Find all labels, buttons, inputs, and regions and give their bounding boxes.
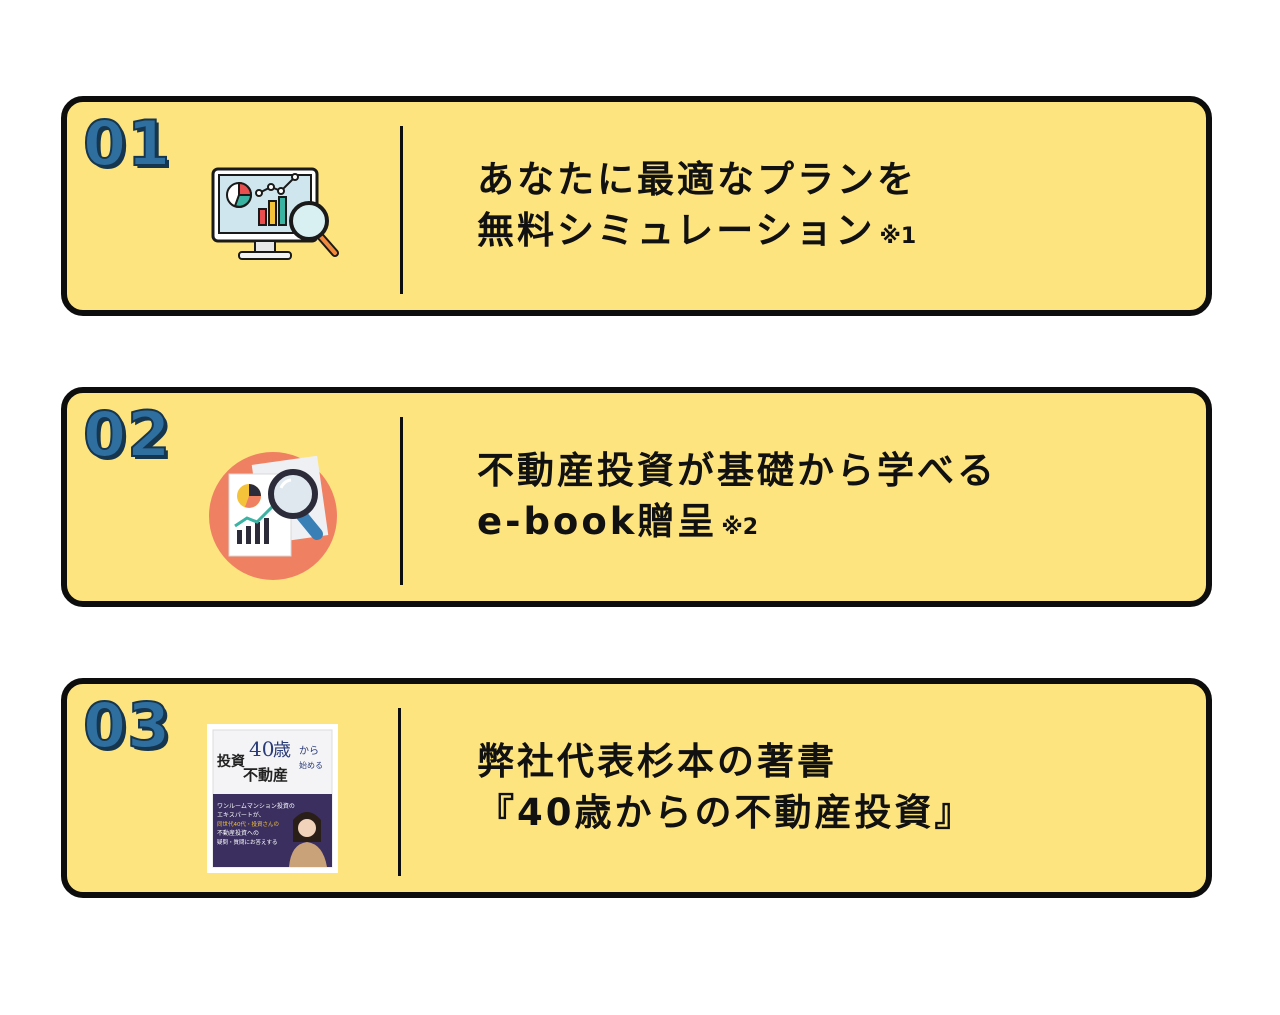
vertical-divider (400, 417, 403, 585)
feature-line-1: あなたに最適なプランを (477, 158, 917, 201)
footnote-mark: ※1 (879, 224, 917, 249)
feature-line-2-text: 無料シミュレーション (477, 209, 876, 252)
book-banner-4: 不動産投資への (217, 829, 259, 837)
book-banner-3: 同世代40代・投資さんの (217, 820, 279, 828)
vertical-divider (400, 126, 403, 294)
vertical-divider (398, 708, 401, 876)
book-banner-1: ワンルームマンション投資の (217, 802, 295, 810)
feature-line-2-text: 『40歳からの不動産投資』 (477, 791, 975, 834)
feature-line-2: 『40歳からの不動産投資』 (477, 787, 1186, 844)
feature-line-2-text: e-book贈呈 (477, 500, 718, 543)
report-magnifier-icon (209, 452, 337, 580)
feature-card-3: 03 40 歳 から 不動産 投資 始める ワンルームマンション投資の エキスパ… (61, 678, 1212, 898)
feature-line-1: 弊社代表杉本の著書 (477, 740, 837, 783)
monitor-analytics-icon (211, 167, 339, 260)
feature-text: 不動産投資が基礎から学べる e-book贈呈※2 (477, 445, 1186, 553)
book-title-main-1: 不動産 (243, 766, 288, 784)
book-title-number: 40 (249, 737, 274, 761)
book-title-kara: から (299, 745, 319, 757)
item-number: 02 (82, 398, 172, 472)
item-number: 03 (82, 689, 172, 763)
book-banner-2: エキスパートが、 (217, 811, 265, 819)
feature-text: 弊社代表杉本の著書 『40歳からの不動産投資』 (477, 736, 1186, 844)
feature-line-2: e-book贈呈※2 (477, 496, 1186, 553)
book-title-main-2: 投資 (217, 753, 245, 770)
feature-card-1: 01 あなたに最適なプランを 無料シミュレーション※1 (61, 96, 1212, 316)
feature-text: あなたに最適なプランを 無料シミュレーション※1 (477, 154, 1186, 262)
item-number: 01 (82, 107, 172, 181)
feature-line-1: 不動産投資が基礎から学べる (477, 449, 997, 492)
book-title-sub: 始める (299, 760, 323, 770)
feature-line-2: 無料シミュレーション※1 (477, 205, 1186, 262)
book-title-age: 歳 (273, 740, 291, 761)
book-banner-5: 疑問・質問にお答えする (217, 838, 278, 846)
feature-card-2: 02 不動産投資が基礎から学べる e-book贈呈※2 (61, 387, 1212, 607)
footnote-mark: ※2 (721, 515, 759, 540)
book-cover-image: 40 歳 から 不動産 投資 始める ワンルームマンション投資の エキスパートが… (207, 724, 338, 873)
